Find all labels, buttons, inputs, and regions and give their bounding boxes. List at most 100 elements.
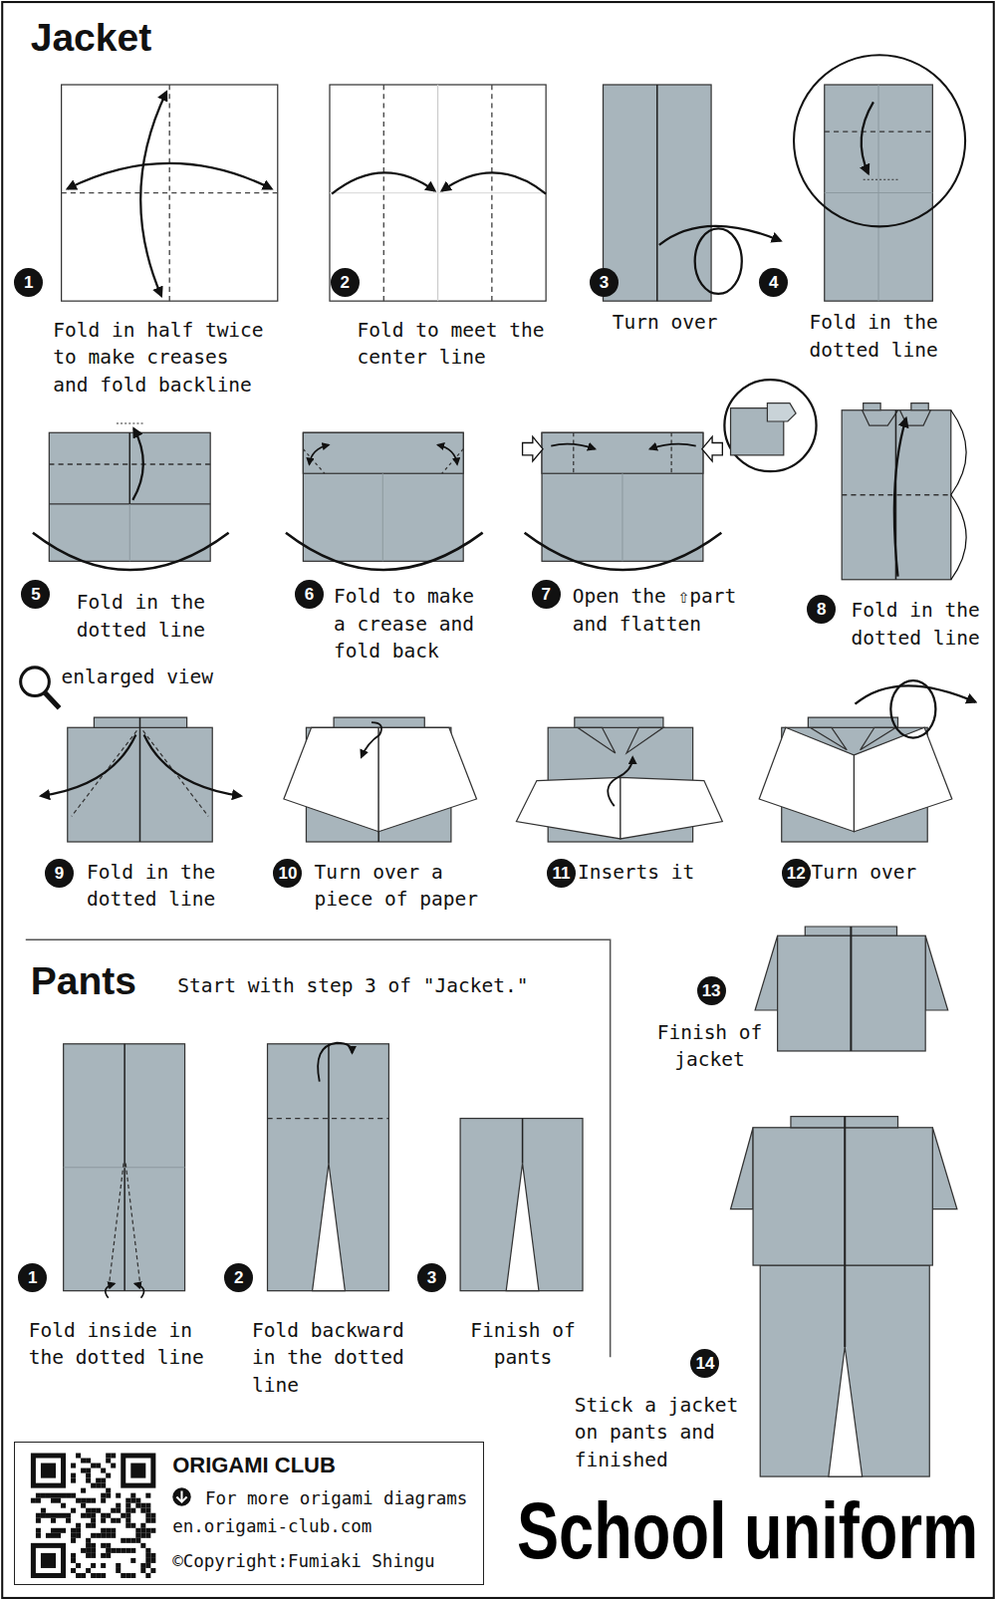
qr-module [130,1497,136,1503]
qr-finder [32,1455,63,1486]
qr-module [135,1502,141,1508]
qr-module [30,1497,36,1503]
callout-number: 2 [330,267,360,297]
qr-module [70,1527,76,1533]
qr-module [150,1557,156,1563]
qr-module [145,1517,151,1523]
qr-module [130,1572,136,1578]
qr-module [145,1532,151,1538]
qr-module [145,1557,151,1563]
qr-module [50,1532,56,1538]
qr-module [55,1532,61,1538]
qr-module [45,1532,51,1538]
qr-module [145,1562,151,1568]
callout-number: 4 [758,267,788,297]
qr-module [105,1547,111,1553]
qr-module [115,1567,121,1573]
qr-module [55,1497,61,1503]
qr-module [145,1572,151,1578]
qr-module [65,1493,71,1498]
callout-number: 14 [690,1348,720,1378]
qr-module [125,1522,131,1528]
qr-module [115,1507,121,1513]
qr-module [85,1567,91,1573]
qr-module [95,1507,101,1513]
callout-number: 9 [44,858,74,888]
qr-module [145,1547,151,1553]
qr-module [85,1468,91,1474]
qr-module [85,1478,91,1484]
qr-module [140,1527,146,1533]
qr-module [100,1478,106,1484]
qr-module [130,1522,136,1528]
qr-module [70,1473,76,1479]
qr-module [125,1512,131,1518]
qr-module [115,1547,121,1553]
qr-module [115,1502,121,1508]
qr-module [105,1542,111,1548]
qr-module [55,1512,61,1518]
qr-module [100,1493,106,1498]
step-instruction: Fold inside in the dotted line [28,1316,211,1372]
qr-module [85,1522,91,1528]
qr-module [105,1552,111,1558]
callout-number: 8 [806,594,836,624]
callout-number: 2 [224,1262,253,1292]
section-heading: Jacket [30,15,152,60]
qr-module [100,1512,106,1518]
qr-module [110,1517,116,1523]
qr-module [40,1512,46,1518]
qr-module [130,1547,136,1553]
qr-module [135,1532,141,1538]
qr-module [120,1547,126,1553]
qr-module [105,1458,111,1464]
callout-number: 10 [272,858,302,888]
qr-module [140,1567,146,1573]
qr-module [145,1512,151,1518]
qr-module [125,1547,131,1553]
qr-module [90,1547,96,1553]
qr-module [70,1493,76,1498]
step-instruction: Finish of jacket [654,1018,766,1074]
qr-module [115,1562,121,1568]
qr-module [80,1497,86,1503]
qr-module [115,1493,121,1498]
qr-module [100,1552,106,1558]
qr-module [140,1507,146,1513]
qr-module [135,1497,141,1503]
step-instruction: Fold to make a crease and fold back [333,582,492,666]
qr-module [90,1463,96,1469]
qr-module [35,1512,41,1518]
qr-module [90,1512,96,1518]
qr-module [60,1502,66,1508]
qr-module [50,1517,56,1523]
qr-module [120,1572,126,1578]
qr-module [105,1532,111,1538]
qr-module [85,1458,91,1464]
qr-module [80,1468,86,1474]
step-instruction: Inserts it [577,858,695,887]
qr-code [30,1453,156,1578]
credit-text: For more origami diagrams [205,1487,468,1509]
qr-module [70,1552,76,1558]
qr-finder [40,1463,56,1479]
qr-module [35,1532,41,1538]
qr-module [115,1517,121,1523]
qr-module [100,1517,106,1523]
credit-box: ORIGAMI CLUBFor more origami diagramsen.… [13,1441,484,1585]
callout-number: 5 [20,579,50,609]
qr-module [90,1562,96,1568]
qr-module [90,1532,96,1538]
callout-number: 11 [546,858,576,888]
qr-module [95,1478,101,1484]
qr-module [145,1493,151,1498]
qr-module [120,1512,126,1518]
qr-module [150,1567,156,1573]
qr-module [95,1532,101,1538]
qr-module [75,1562,81,1568]
qr-module [50,1527,56,1533]
qr-module [35,1517,41,1523]
qr-module [140,1502,146,1508]
step-instruction: Fold to meet the center line [357,316,551,372]
